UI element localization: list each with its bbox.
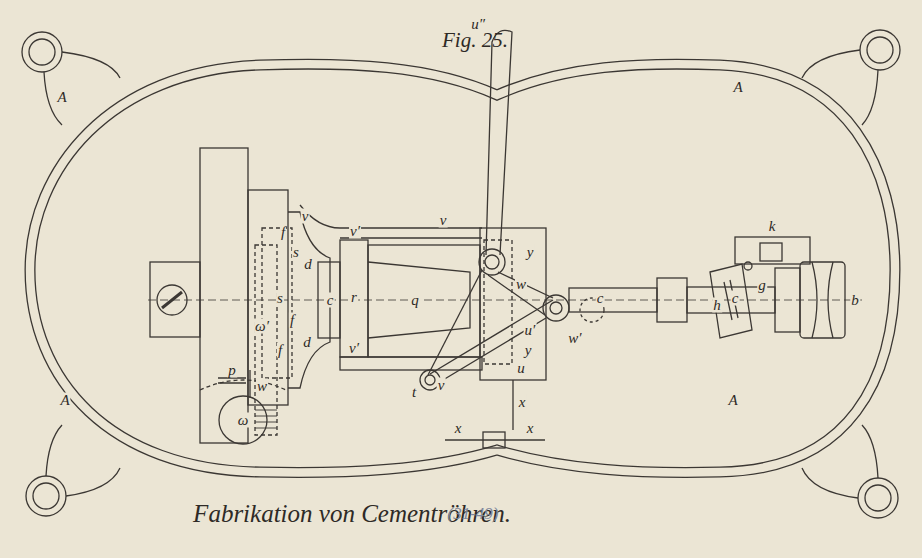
part-letter: f	[289, 313, 295, 328]
part-letter: f	[280, 225, 286, 240]
frame-inner	[30, 64, 895, 472]
link-arm	[430, 300, 553, 383]
pivot-pin	[550, 302, 562, 314]
part-letter: c	[596, 291, 605, 306]
pencil-note: (31-49)	[447, 505, 500, 522]
machine-drawing	[22, 30, 900, 518]
screw-slot	[162, 292, 182, 308]
shaft	[569, 288, 657, 312]
pulley-groove	[812, 262, 833, 338]
frame-ear	[802, 425, 878, 498]
part-letter: s	[292, 245, 300, 260]
bolt-hole	[29, 39, 55, 65]
bolt-hole	[867, 37, 893, 63]
bolt-hole	[33, 483, 59, 509]
bolt-hole	[858, 478, 898, 518]
clamp-jaw	[288, 212, 330, 388]
piston-housing	[368, 245, 480, 357]
cam-follower	[760, 243, 782, 261]
part-letter: ω	[237, 413, 250, 428]
screw-head	[157, 285, 187, 315]
pulley	[800, 262, 845, 338]
collar	[318, 262, 340, 338]
stop-bar	[445, 439, 545, 440]
centre-line	[148, 300, 862, 301]
pivot-pin	[425, 375, 435, 385]
part-letter: v	[439, 213, 448, 228]
part-letter: c	[731, 291, 740, 306]
part-letter: u″	[470, 17, 486, 32]
stop-rod	[512, 380, 513, 430]
link-arm	[428, 270, 482, 375]
frame-outline	[30, 64, 895, 472]
plate	[340, 240, 368, 357]
lower-rail	[340, 357, 482, 370]
cross-head	[480, 228, 546, 380]
part-letter: y	[526, 245, 535, 260]
part-letter: x	[518, 395, 527, 410]
part-letter: u′	[524, 323, 537, 338]
cam-follower-box	[735, 237, 810, 264]
cross-head-inner	[484, 240, 512, 364]
part-letter: x	[454, 421, 463, 436]
piston	[368, 262, 470, 338]
part-letter: c	[326, 293, 335, 308]
part-letter: v′	[349, 224, 361, 239]
part-letter: t	[411, 385, 417, 400]
part-letter: d	[303, 257, 313, 272]
gear-wheel	[219, 396, 267, 444]
part-letter: k	[768, 219, 777, 234]
part-letter: w	[256, 379, 268, 394]
part-letter: w	[515, 277, 527, 292]
part-letter: r	[350, 290, 358, 305]
part-letter: w′	[567, 331, 582, 346]
figure-number: Fig. 25.	[442, 30, 508, 51]
frame-ear	[802, 50, 878, 125]
part-letter: v	[437, 378, 446, 393]
pivot-pin	[485, 255, 499, 269]
rack	[255, 245, 277, 435]
part-letter: b	[850, 293, 860, 308]
part-letter: d	[302, 335, 312, 350]
part-letter: y	[524, 343, 533, 358]
part-letter: u	[516, 361, 526, 376]
bolt-hole	[22, 32, 62, 72]
part-letter: x	[526, 421, 535, 436]
guide-hidden	[262, 228, 292, 378]
part-letter: A	[59, 393, 70, 408]
part-letter: q	[410, 293, 420, 308]
part-letter: g	[757, 278, 767, 293]
part-letter: p	[227, 363, 237, 378]
hub	[657, 278, 687, 322]
bolt-hole	[865, 485, 891, 511]
part-letter: h	[712, 298, 722, 313]
flange	[775, 268, 800, 332]
follower-ball	[744, 262, 752, 270]
part-letter: f	[277, 343, 283, 358]
part-letter: A	[727, 393, 738, 408]
pivot	[543, 295, 569, 321]
bolt-hole	[860, 30, 900, 70]
upper-rail	[300, 205, 482, 238]
part-letter: v′	[348, 341, 360, 356]
part-letter: s	[276, 291, 284, 306]
part-letter: A	[732, 80, 743, 95]
slide-block	[248, 190, 288, 405]
frame-ear	[46, 425, 120, 496]
pivot	[479, 249, 505, 275]
frame-ear	[44, 52, 120, 125]
slide-bar	[200, 148, 248, 443]
part-letter: ω′	[254, 319, 270, 334]
gear-hidden	[200, 380, 286, 390]
cam	[710, 264, 752, 338]
part-letter: v	[301, 209, 310, 224]
screw-block	[150, 262, 200, 337]
bolt-hole	[26, 476, 66, 516]
part-letter: A	[56, 90, 67, 105]
hand-lever	[486, 30, 512, 255]
